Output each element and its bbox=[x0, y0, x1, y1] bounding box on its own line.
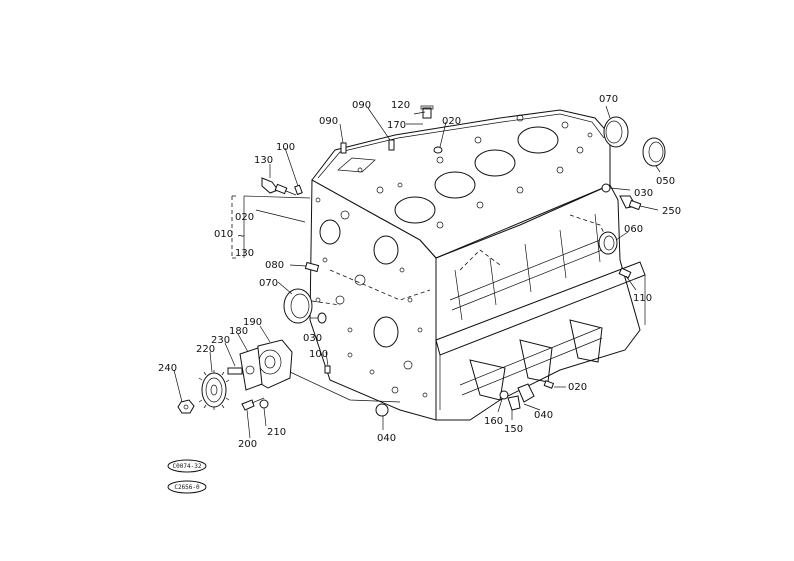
part-plug-030-right bbox=[601, 183, 611, 193]
label-range-separator: ~ bbox=[237, 231, 245, 242]
label-020-bottom: 020 bbox=[568, 382, 587, 393]
part-pump-body-180 bbox=[239, 347, 263, 391]
label-040-front: 040 bbox=[377, 433, 396, 444]
part-seal-070-left bbox=[283, 288, 313, 324]
part-sensor-250 bbox=[619, 195, 642, 211]
label-070-left: 070 bbox=[259, 278, 278, 289]
label-040-rear: 040 bbox=[534, 410, 553, 421]
label-090-right: 090 bbox=[352, 100, 371, 111]
part-pin-090-right bbox=[388, 139, 395, 151]
label-030-left: 030 bbox=[303, 333, 322, 344]
part-seal-070-right bbox=[603, 116, 629, 148]
part-nut-240 bbox=[177, 399, 195, 414]
part-plug-150 bbox=[507, 395, 521, 411]
part-sensor-130 bbox=[261, 177, 297, 196]
label-020-top: 020 bbox=[442, 116, 461, 127]
catalog-stamp-2: C2656-0 bbox=[167, 480, 207, 494]
part-plug-040-rear bbox=[517, 383, 535, 403]
part-shaft-230 bbox=[227, 367, 243, 375]
label-050: 050 bbox=[656, 176, 675, 187]
cylinder-block bbox=[304, 109, 646, 421]
label-160: 160 bbox=[484, 416, 503, 427]
label-230: 230 bbox=[211, 335, 230, 346]
leader-lines bbox=[173, 105, 661, 439]
part-pin-100-top bbox=[294, 184, 303, 196]
label-060: 060 bbox=[624, 224, 643, 235]
part-plug-040-front bbox=[375, 403, 389, 417]
stamp-code-1: C0074-32 bbox=[173, 463, 202, 470]
label-200: 200 bbox=[238, 439, 257, 450]
part-plug-030-left bbox=[317, 312, 327, 324]
part-seal-060 bbox=[598, 231, 618, 255]
range-bracket-010 bbox=[231, 195, 236, 259]
label-100-top: 100 bbox=[276, 142, 295, 153]
part-plug-020-bottom bbox=[543, 380, 555, 389]
stamp-code-2: C2656-0 bbox=[174, 484, 200, 491]
label-120: 120 bbox=[391, 100, 410, 111]
part-labels: 120 170 090 090 020 100 130 020 010 ~ 13… bbox=[158, 94, 681, 450]
part-washer-210 bbox=[259, 399, 269, 409]
label-250: 250 bbox=[662, 206, 681, 217]
label-210: 210 bbox=[267, 427, 286, 438]
label-090-left: 090 bbox=[319, 116, 338, 127]
part-washer-160 bbox=[499, 390, 509, 400]
label-130-sensor: 130 bbox=[254, 155, 273, 166]
label-030-right: 030 bbox=[634, 188, 653, 199]
label-070-right: 070 bbox=[599, 94, 618, 105]
part-pin-080 bbox=[304, 261, 320, 273]
part-cap-050 bbox=[642, 137, 666, 167]
part-plug-020-top bbox=[433, 146, 443, 154]
label-020-range-start: 020 bbox=[235, 212, 254, 223]
label-240: 240 bbox=[158, 363, 177, 374]
label-130-range-end: 130 bbox=[235, 248, 254, 259]
catalog-stamp-1: C0074-32 bbox=[167, 459, 207, 473]
label-170: 170 bbox=[387, 120, 406, 131]
part-gear-220 bbox=[198, 370, 230, 410]
part-pin-090-left bbox=[340, 142, 347, 154]
label-220: 220 bbox=[196, 344, 215, 355]
part-pin-120 bbox=[420, 105, 434, 119]
label-190: 190 bbox=[243, 317, 262, 328]
label-150: 150 bbox=[504, 424, 523, 435]
label-110: 110 bbox=[633, 293, 652, 304]
label-100-bottom: 100 bbox=[309, 349, 328, 360]
label-010: 010 bbox=[214, 229, 233, 240]
part-pin-100-bottom bbox=[324, 365, 331, 374]
label-180: 180 bbox=[229, 326, 248, 337]
label-080: 080 bbox=[265, 260, 284, 271]
part-bolt-200 bbox=[241, 397, 265, 411]
part-pin-110 bbox=[618, 267, 632, 279]
